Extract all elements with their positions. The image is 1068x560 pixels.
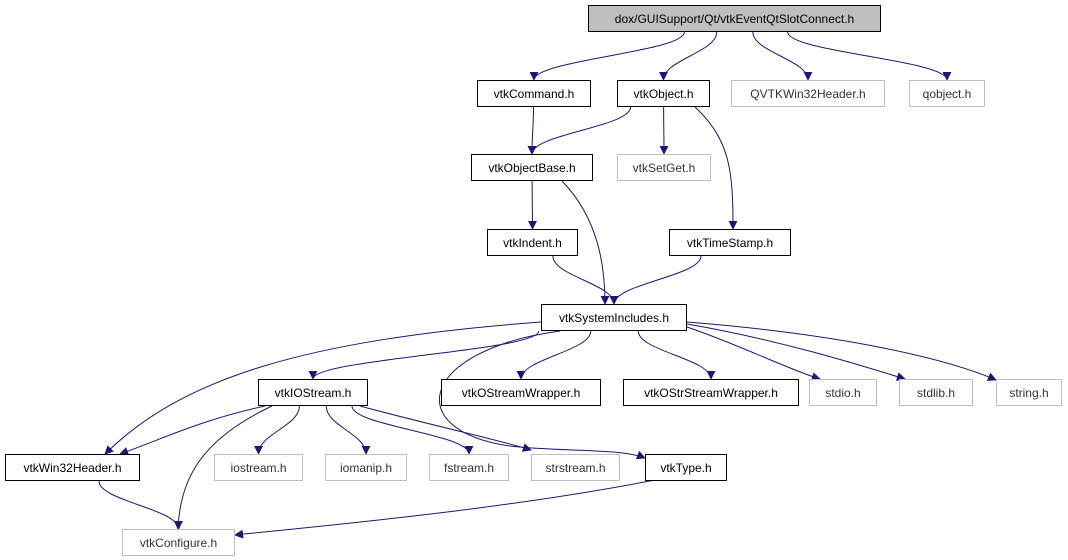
node-iomanip: iomanip.h bbox=[325, 454, 407, 481]
edge-vtksystemincludes-to-vtkostrstreamwrapper bbox=[637, 330, 716, 380]
node-vtkconfigure: vtkConfigure.h bbox=[122, 529, 235, 556]
edge-vtksystemincludes-to-stdlib bbox=[686, 323, 906, 381]
edge-vtksystemincludes-to-vtktype bbox=[438, 330, 646, 460]
edge-vtkiostream-to-vtkwin32header bbox=[119, 405, 266, 456]
edge-vtkcommand-to-vtkobjectbase bbox=[527, 106, 537, 155]
node-iostream: iostream.h bbox=[214, 454, 303, 481]
edge-root-to-vtkobject bbox=[659, 31, 718, 81]
node-vtkobjectbase[interactable]: vtkObjectBase.h bbox=[471, 154, 593, 181]
node-vtksetget: vtkSetGet.h bbox=[617, 154, 711, 181]
node-strstream: strstream.h bbox=[531, 454, 620, 481]
edge-vtkobject-to-vtktimestamp bbox=[694, 106, 738, 230]
node-vtktype[interactable]: vtkType.h bbox=[645, 454, 727, 481]
node-vtkobject[interactable]: vtkObject.h bbox=[617, 80, 710, 107]
node-vtksystemincludes[interactable]: vtkSystemIncludes.h bbox=[541, 304, 687, 331]
edge-vtksystemincludes-to-vtkwin32header bbox=[104, 321, 542, 455]
node-vtktimestamp[interactable]: vtkTimeStamp.h bbox=[669, 229, 791, 256]
edge-vtkiostream-to-iomanip bbox=[325, 405, 371, 455]
node-qvtkwin32header: QVTKWin32Header.h bbox=[731, 80, 885, 107]
edge-root-to-qvtkwin32header bbox=[752, 31, 813, 81]
edge-vtksystemincludes-to-string bbox=[686, 321, 997, 381]
node-root: dox/GUISupport/Qt/vtkEventQtSlotConnect.… bbox=[588, 5, 881, 32]
node-vtkindent[interactable]: vtkIndent.h bbox=[487, 229, 578, 256]
node-fstream: fstream.h bbox=[429, 454, 509, 481]
edge-vtktype-to-vtkconfigure bbox=[234, 479, 656, 539]
node-vtkiostream[interactable]: vtkIOStream.h bbox=[258, 379, 368, 406]
edge-root-to-qobject bbox=[787, 31, 952, 81]
edge-vtkiostream-to-vtkconfigure bbox=[173, 405, 273, 530]
edge-vtkobjectbase-to-vtksystemincludes bbox=[561, 180, 610, 305]
edge-vtkwin32header-to-vtkconfigure bbox=[98, 480, 183, 530]
node-qobject: qobject.h bbox=[909, 80, 985, 107]
node-vtkwin32header[interactable]: vtkWin32Header.h bbox=[5, 454, 140, 481]
edge-vtkiostream-to-strstream bbox=[359, 405, 532, 452]
edge-vtksystemincludes-to-stdio bbox=[686, 326, 821, 381]
edge-vtksystemincludes-to-vtkiostream bbox=[308, 330, 540, 380]
edge-root-to-vtkcommand bbox=[529, 31, 685, 81]
edge-vtktimestamp-to-vtksystemincludes bbox=[609, 255, 702, 305]
edge-vtkiostream-to-fstream bbox=[351, 405, 474, 455]
node-string: string.h bbox=[996, 379, 1062, 406]
node-stdio: stdio.h bbox=[809, 379, 877, 406]
node-vtkostrstreamwrapper[interactable]: vtkOStrStreamWrapper.h bbox=[623, 379, 799, 406]
edge-vtksystemincludes-to-vtkostreamwrapper bbox=[516, 330, 592, 380]
node-vtkcommand[interactable]: vtkCommand.h bbox=[477, 80, 591, 107]
node-stdlib: stdlib.h bbox=[899, 379, 973, 406]
edge-vtkiostream-to-iostream bbox=[254, 405, 300, 455]
edge-vtkobject-to-vtkobjectbase bbox=[527, 106, 632, 155]
node-vtkostreamwrapper[interactable]: vtkOStreamWrapper.h bbox=[441, 379, 601, 406]
